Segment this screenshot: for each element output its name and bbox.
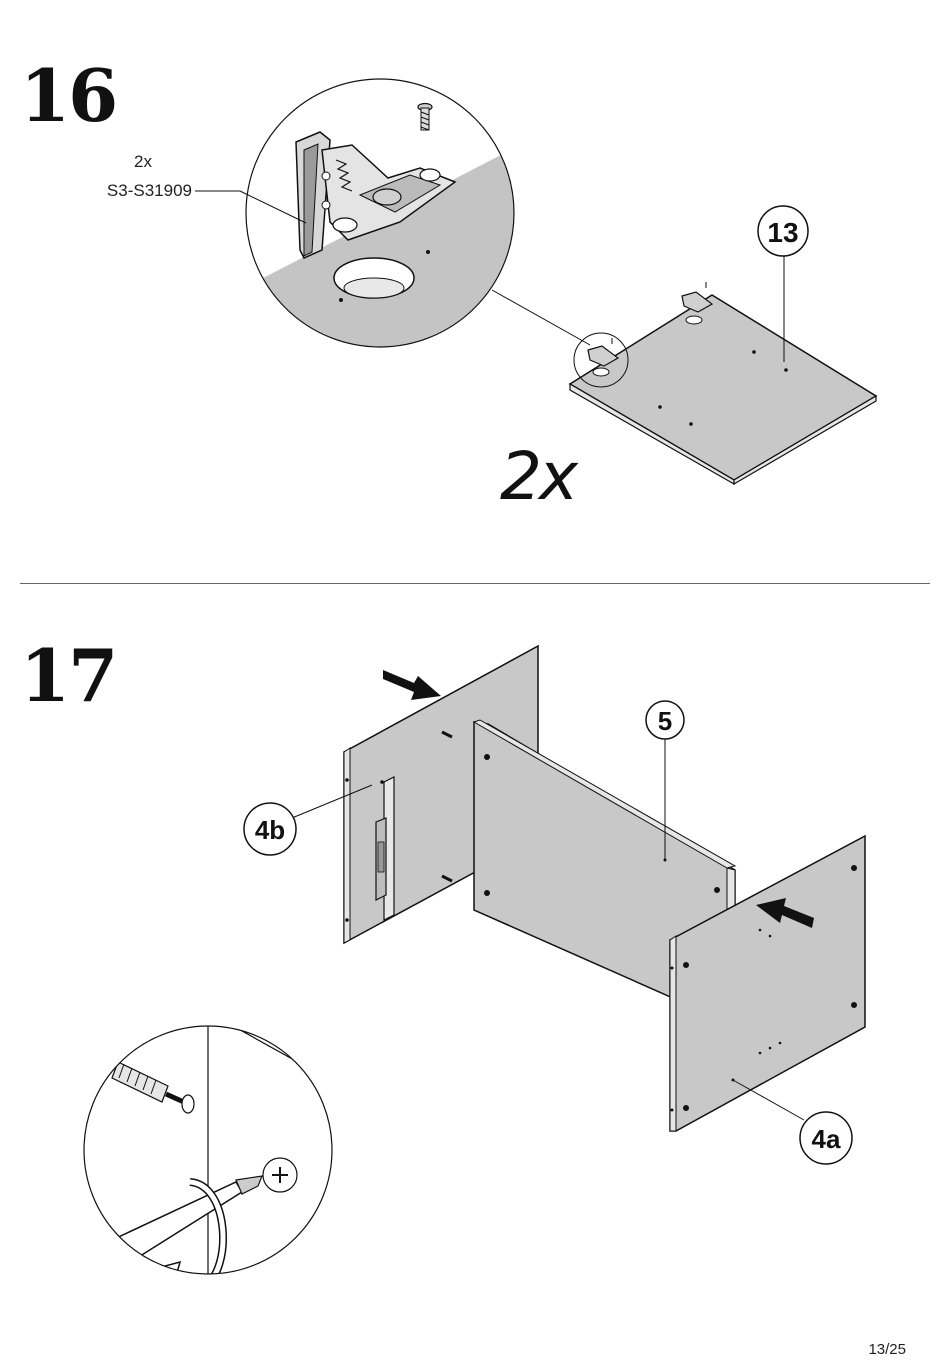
hinge-detail-magnifier xyxy=(240,75,520,360)
part-callout-5: 5 xyxy=(646,701,684,739)
part-label-4a: 4a xyxy=(812,1124,841,1154)
part-label-13: 13 xyxy=(767,217,798,248)
screwdriver-detail-magnifier xyxy=(80,1012,340,1300)
part-label-5: 5 xyxy=(658,706,672,736)
part-callout-13: 13 xyxy=(758,206,808,256)
phillips-screwdriver-icon xyxy=(263,1158,297,1192)
part-label-4b: 4b xyxy=(255,815,285,845)
part-callout-4a: 4a xyxy=(800,1112,852,1164)
push-arrow-icon xyxy=(383,670,441,700)
part-callout-4b: 4b xyxy=(244,803,296,855)
